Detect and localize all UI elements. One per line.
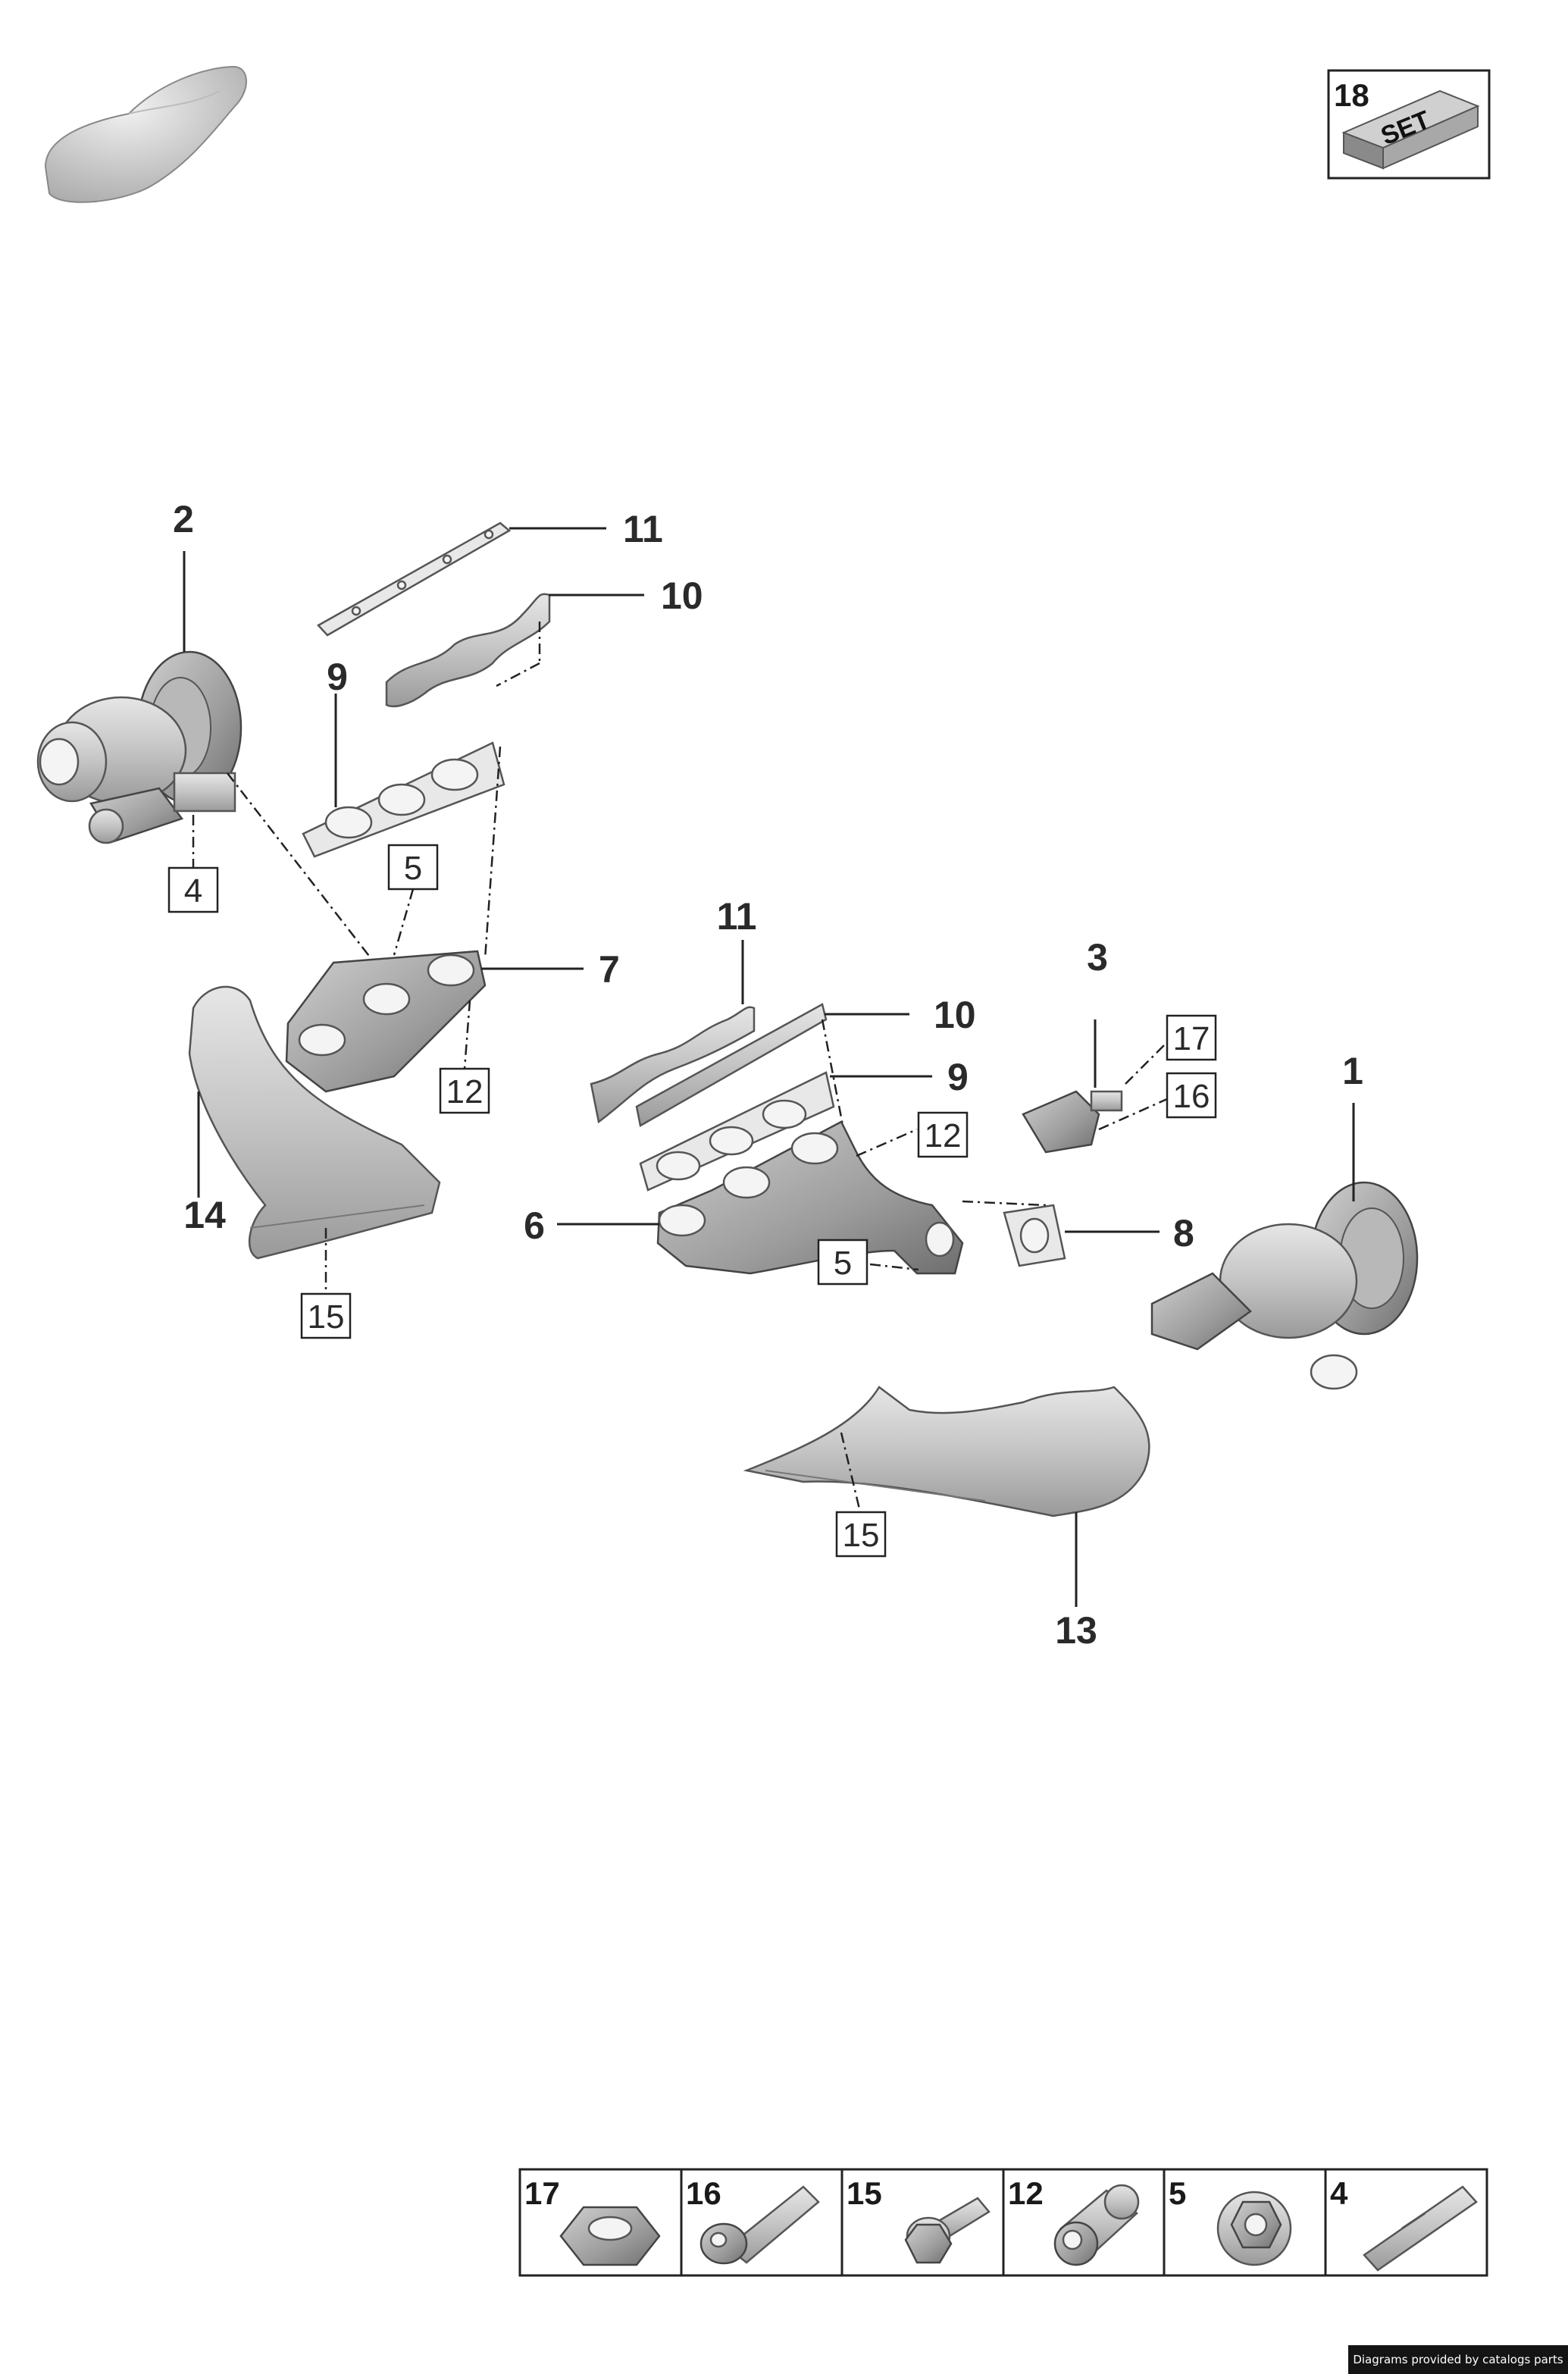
legend-cell-16: 16 — [686, 2175, 820, 2265]
flange-bolt-icon — [904, 2197, 991, 2264]
legend-cell-17: 17 — [524, 2175, 661, 2266]
gasket-8 — [1003, 1204, 1066, 1267]
heat-shield-14 — [188, 985, 441, 1260]
svg-text:16: 16 — [686, 2175, 721, 2211]
svg-text:5: 5 — [834, 1245, 852, 1282]
fastener-legend: 17 16 15 12 — [518, 2168, 1488, 2277]
set-badge-number: 18 — [1334, 77, 1369, 113]
svg-text:5: 5 — [1169, 2175, 1186, 2211]
callout-6: 6 — [524, 1204, 545, 1247]
svg-text:12: 12 — [925, 1117, 962, 1154]
svg-text:15: 15 — [847, 2175, 882, 2211]
boxed-ref-15-left — [300, 1292, 352, 1339]
legend-cell-5: 5 — [1169, 2175, 1292, 2266]
boxed-ref-5-left — [387, 844, 439, 891]
gasket-9-left — [302, 741, 505, 858]
callout-1: 1 — [1342, 1050, 1363, 1092]
actuator-3 — [1022, 1090, 1123, 1154]
callout-14: 14 — [183, 1194, 226, 1236]
boxed-ref-12-left — [439, 1067, 490, 1114]
callout-8: 8 — [1173, 1212, 1194, 1254]
boxed-ref-16 — [1166, 1072, 1217, 1119]
threaded-sleeve-icon — [1053, 2184, 1140, 2266]
callout-11-center: 11 — [717, 895, 757, 938]
boxed-ref-15-right — [835, 1511, 887, 1558]
svg-text:4: 4 — [1330, 2175, 1348, 2211]
exhaust-manifold-6 — [656, 1120, 964, 1275]
set-box-icon: SET — [1341, 89, 1480, 170]
callout-10-left: 10 — [661, 575, 703, 617]
legend-cell-4: 4 — [1330, 2175, 1478, 2272]
svg-text:15: 15 — [308, 1298, 345, 1336]
callout-10-center: 10 — [934, 994, 976, 1036]
boxed-ref-12-center — [917, 1111, 969, 1158]
heat-shield-13 — [743, 1386, 1150, 1517]
svg-text:4: 4 — [184, 872, 202, 910]
gasket-9-center — [639, 1071, 835, 1192]
callout-7: 7 — [599, 948, 620, 991]
callout-13: 13 — [1055, 1609, 1097, 1652]
callout-9-center: 9 — [947, 1056, 969, 1098]
boxed-ref-17 — [1166, 1014, 1217, 1061]
exhaust-manifold-7 — [285, 950, 487, 1093]
svg-text:15: 15 — [843, 1517, 880, 1554]
heat-shield-10-left — [385, 593, 551, 708]
turbocharger-left — [36, 650, 243, 844]
hex-nut-icon — [559, 2206, 661, 2266]
stud-icon — [1363, 2185, 1478, 2272]
heat-shield-11-center — [590, 1006, 756, 1124]
legend-cell-12: 12 — [1008, 2175, 1140, 2266]
boxed-ref-4 — [167, 866, 219, 913]
svg-text:17: 17 — [524, 2175, 560, 2211]
heat-shield-10-center — [635, 1003, 828, 1127]
set-badge: 18 SET — [1327, 69, 1491, 180]
turbocharger-right — [1150, 1181, 1419, 1390]
callout-3: 3 — [1087, 936, 1108, 979]
hex-socket-bolt-icon — [699, 2185, 820, 2265]
boxed-ref-5-center — [817, 1239, 869, 1286]
svg-text:17: 17 — [1173, 1020, 1210, 1057]
svg-text:12: 12 — [1008, 2175, 1044, 2211]
credit-banner: Diagrams provided by catalogs parts — [1348, 2345, 1568, 2374]
svg-text:5: 5 — [404, 850, 422, 887]
svg-text:16: 16 — [1173, 1078, 1210, 1115]
legend-cell-15: 15 — [847, 2175, 991, 2264]
callout-2: 2 — [173, 498, 194, 540]
svg-text:12: 12 — [446, 1073, 484, 1110]
callout-9-left: 9 — [327, 656, 348, 698]
vehicle-silhouette-icon — [44, 65, 247, 203]
callout-11-left: 11 — [623, 508, 663, 550]
flange-nut-icon — [1216, 2191, 1292, 2266]
gasket-11-left — [317, 521, 512, 637]
